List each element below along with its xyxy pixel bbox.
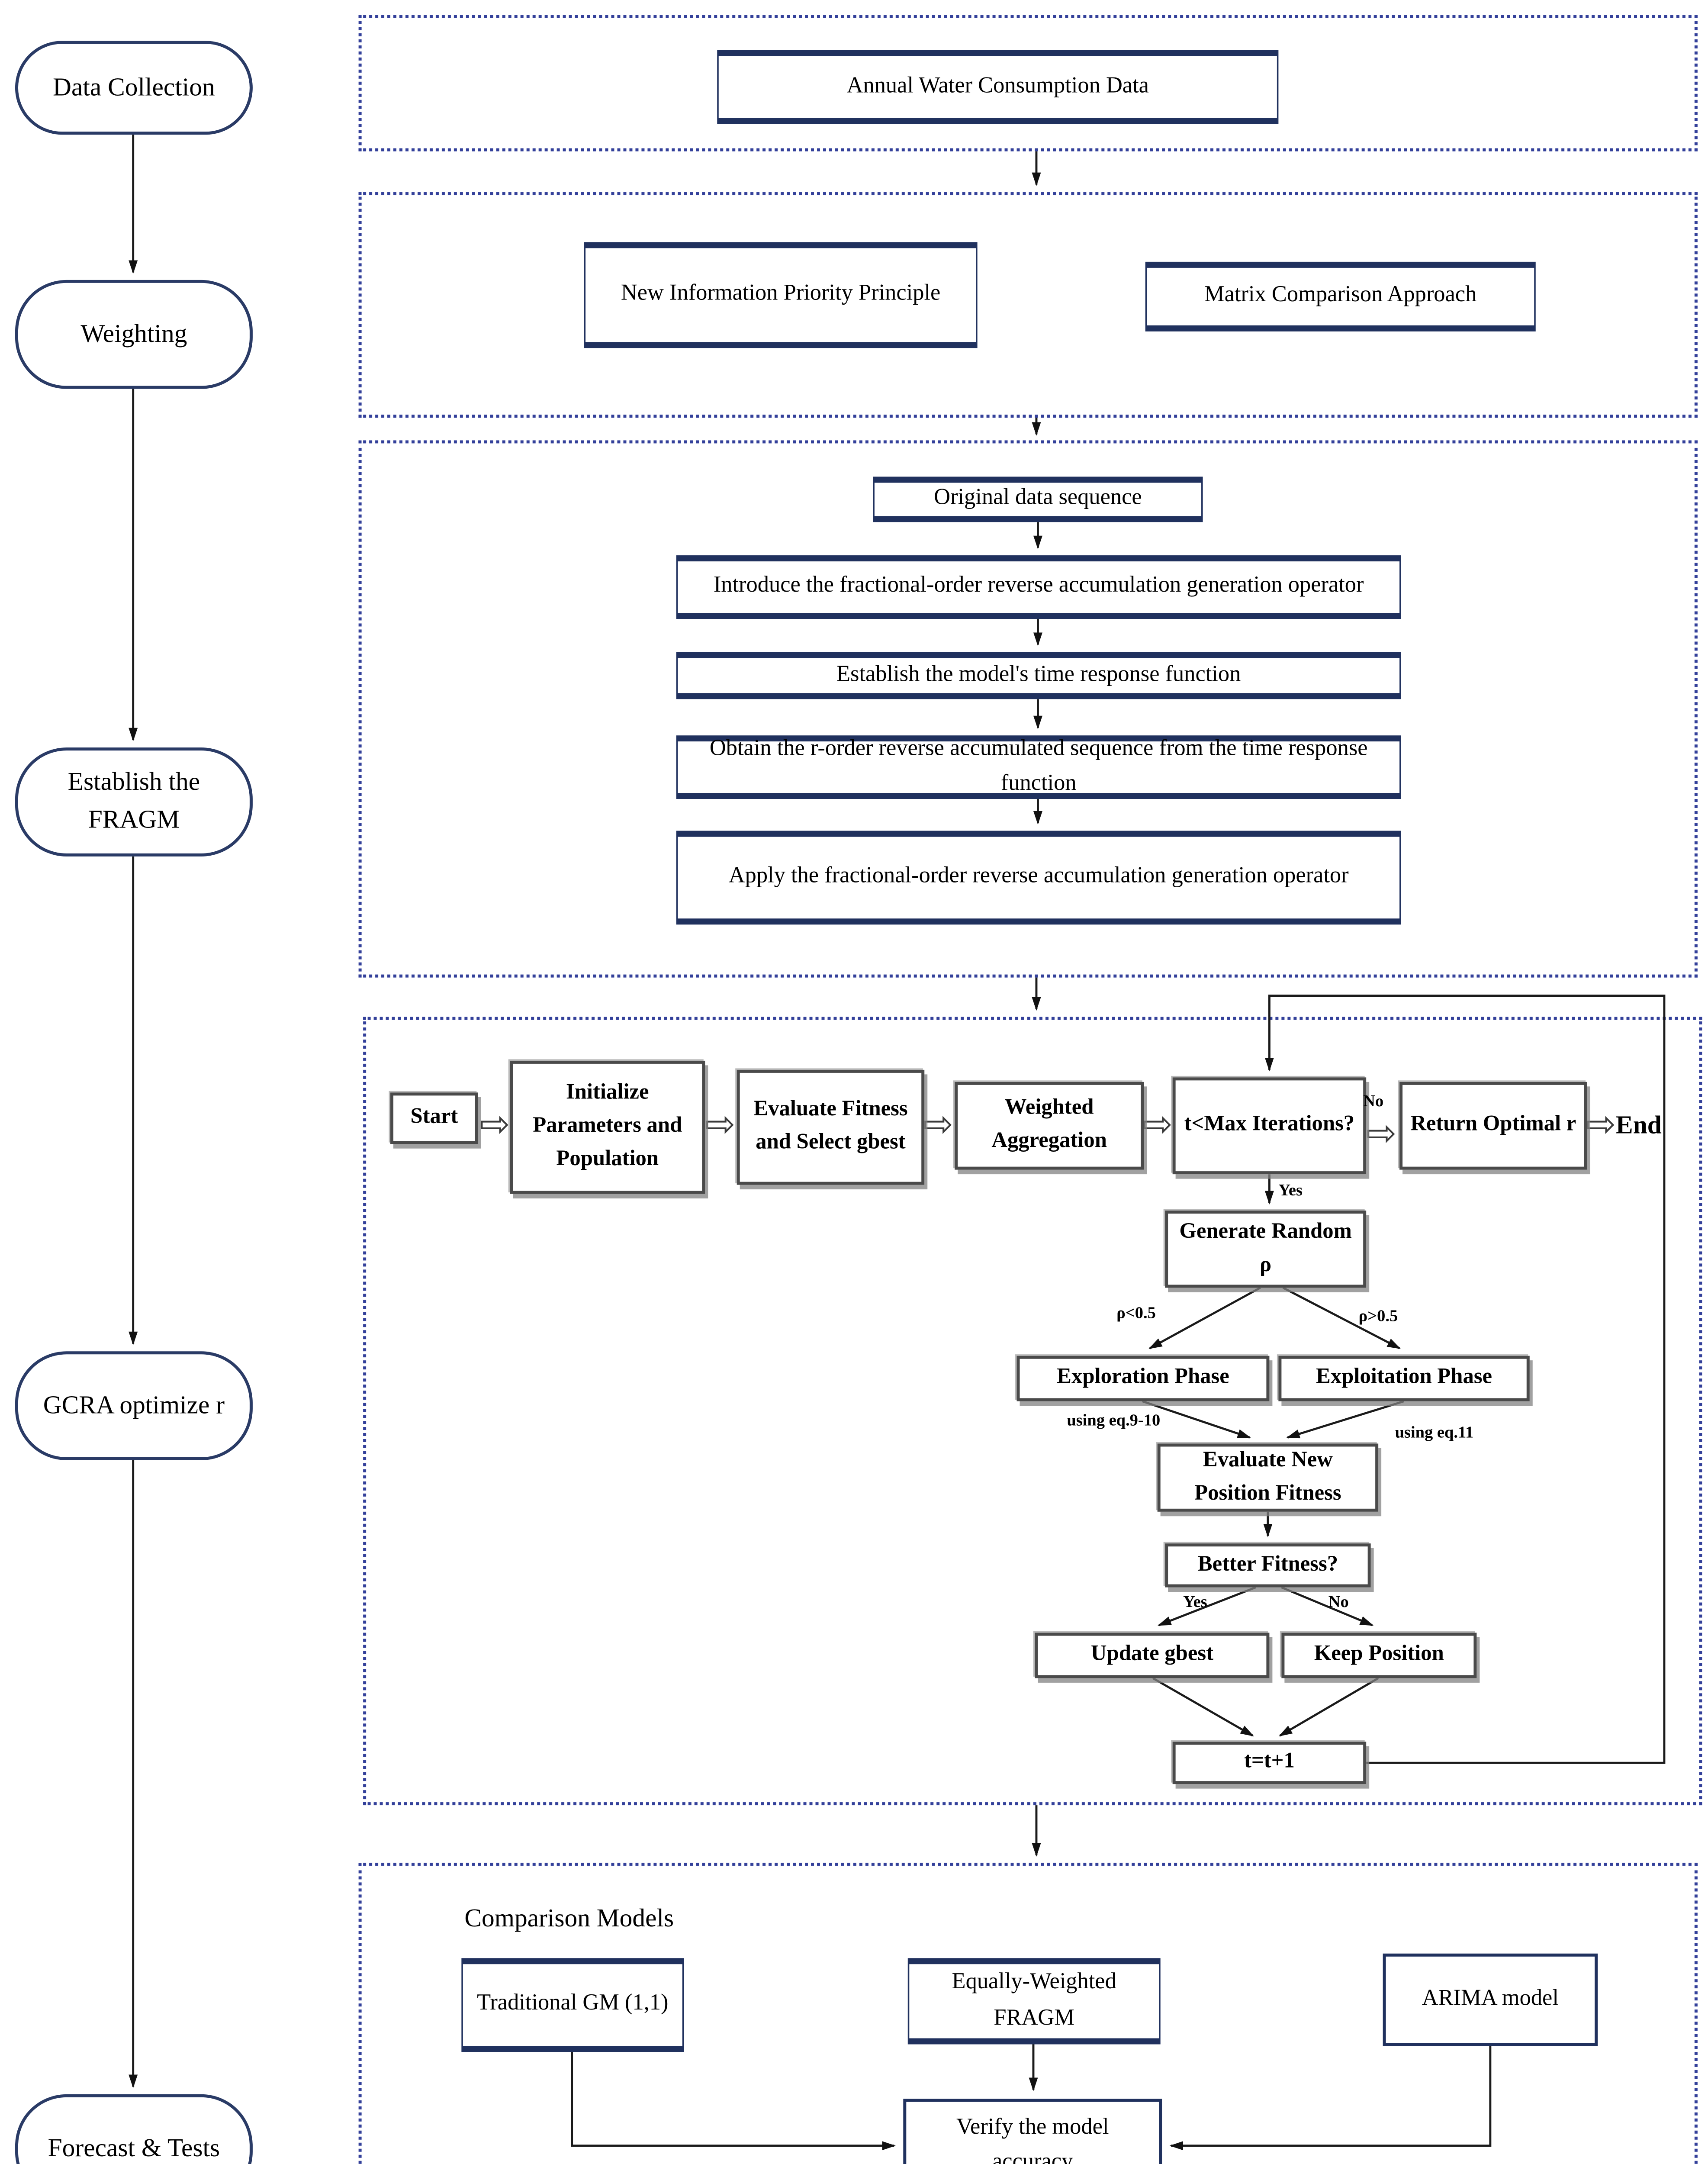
stage-label: Forecast & Tests bbox=[48, 2133, 220, 2162]
box-apply-operator: Apply the fractional-order reverse accum… bbox=[676, 831, 1401, 925]
stage-forecast-tests: Forecast & Tests bbox=[15, 2094, 253, 2164]
gcra-keep-position-box: Keep Position bbox=[1281, 1633, 1477, 1678]
gcra-increment-box: t=t+1 bbox=[1172, 1742, 1367, 1784]
gcra-rho-gt-label: ρ>0.5 bbox=[1358, 1307, 1398, 1326]
box-matrix-comparison: Matrix Comparison Approach bbox=[1145, 261, 1536, 332]
stage-data-collection: Data Collection bbox=[15, 41, 253, 135]
block-arrow-icon: ⇨ bbox=[1586, 1103, 1616, 1146]
box-equally-weighted-fragm: Equally-Weighted FRAGM bbox=[907, 1958, 1161, 2045]
section-container-gcra bbox=[363, 1017, 1702, 1806]
gcra-end-label: End bbox=[1616, 1111, 1662, 1140]
gcra-evaluate-new-box: Evaluate New Position Fitness bbox=[1157, 1443, 1379, 1512]
gcra-eq-right-label: using eq.11 bbox=[1395, 1424, 1474, 1442]
section-container-fragm bbox=[358, 440, 1698, 978]
stage-label: Weighting bbox=[80, 319, 187, 348]
stage-weighting: Weighting bbox=[15, 280, 253, 389]
section-container-forecast bbox=[358, 1862, 1698, 2164]
gcra-tmax-box: t<Max Iterations? bbox=[1172, 1077, 1367, 1175]
block-arrow-icon: ⇨ bbox=[923, 1103, 954, 1146]
box-introduce-operator: Introduce the fractional-order reverse a… bbox=[676, 555, 1401, 619]
block-arrow-icon: ⇨ bbox=[705, 1103, 736, 1146]
block-arrow-icon: ⇨ bbox=[479, 1103, 510, 1146]
gcra-better-no-label: No bbox=[1328, 1593, 1349, 1612]
gcra-evaluate-box: Evaluate Fitness and Select gbest bbox=[737, 1069, 925, 1185]
gcra-better-yes-label: Yes bbox=[1183, 1593, 1207, 1612]
stage-gcra-optimize: GCRA optimize r bbox=[15, 1351, 253, 1460]
block-arrow-icon: ⇨ bbox=[1366, 1112, 1397, 1155]
box-verify-accuracy: Verify the model accuracy bbox=[903, 2099, 1162, 2164]
gcra-exploitation-box: Exploitation Phase bbox=[1278, 1356, 1530, 1401]
gcra-no-label: No bbox=[1363, 1092, 1384, 1111]
gcra-start-box: Start bbox=[390, 1092, 478, 1144]
gcra-exploration-box: Exploration Phase bbox=[1016, 1356, 1270, 1401]
gcra-generate-box: Generate Random ρ bbox=[1165, 1211, 1367, 1288]
stage-label: GCRA optimize r bbox=[43, 1390, 225, 1419]
gcra-initialize-box: Initialize Parameters and Population bbox=[510, 1060, 705, 1194]
stage-establish-fragm: Establish the FRAGM bbox=[15, 747, 253, 857]
box-new-information-priority: New Information Priority Principle bbox=[584, 242, 978, 348]
stage-label: Establish the FRAGM bbox=[68, 767, 200, 834]
gcra-eq-left-label: using eq.9-10 bbox=[1067, 1412, 1161, 1430]
box-traditional-gm: Traditional GM (1,1) bbox=[461, 1958, 684, 2052]
section-container-weighting bbox=[358, 192, 1698, 418]
gcra-better-fitness-box: Better Fitness? bbox=[1165, 1543, 1371, 1588]
stage-label: Data Collection bbox=[53, 72, 215, 101]
box-annual-water-data: Annual Water Consumption Data bbox=[717, 50, 1279, 124]
gcra-yes-label: Yes bbox=[1278, 1182, 1303, 1200]
gcra-rho-lt-label: ρ<0.5 bbox=[1116, 1304, 1156, 1323]
box-original-data-sequence: Original data sequence bbox=[873, 477, 1203, 522]
gcra-weighted-box: Weighted Aggregation bbox=[955, 1082, 1144, 1170]
section-container-data bbox=[358, 15, 1698, 151]
gcra-return-box: Return Optimal r bbox=[1399, 1082, 1587, 1170]
comparison-models-heading: Comparison Models bbox=[464, 1903, 674, 1932]
box-arima-model: ARIMA model bbox=[1383, 1953, 1598, 2046]
box-obtain-r-order-sequence: Obtain the r-order reverse accumulated s… bbox=[676, 735, 1401, 799]
gcra-update-gbest-box: Update gbest bbox=[1035, 1633, 1270, 1678]
block-arrow-icon: ⇨ bbox=[1142, 1103, 1173, 1146]
box-establish-time-response: Establish the model's time response func… bbox=[676, 652, 1401, 699]
